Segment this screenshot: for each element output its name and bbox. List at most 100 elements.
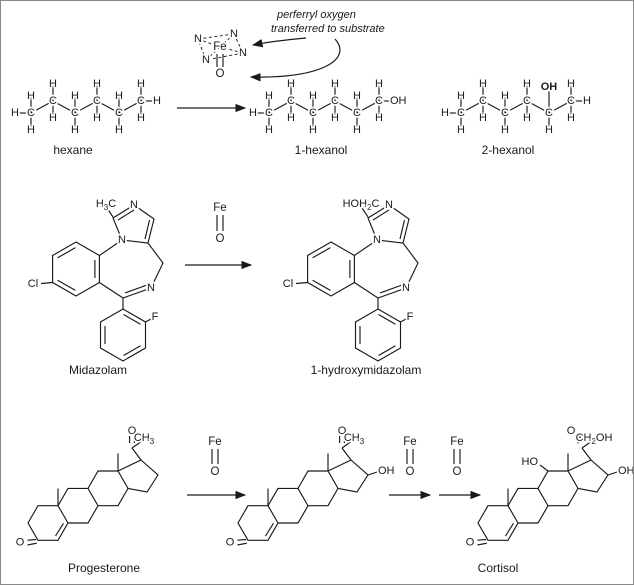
atom-o: O (16, 537, 25, 549)
atom-h: H (137, 112, 145, 124)
atom-n: N (118, 234, 126, 246)
atom-c: C (457, 107, 465, 119)
hexanol2-structure: H C H H C H H C H H C H H C OH H C H H H… (439, 76, 593, 157)
midazolam-label: Midazolam (69, 363, 127, 377)
atom-fe: Fe (450, 436, 463, 448)
atom-n: N (373, 234, 381, 246)
atom-h: H (309, 90, 317, 102)
atom-h: H (501, 124, 509, 136)
atom-c: C (137, 95, 145, 107)
atom-n: N (230, 28, 238, 40)
atom-o: O (216, 233, 225, 245)
methyl-group: H3C (96, 198, 116, 212)
atom-c: C (265, 107, 273, 119)
cortisol-label: Cortisol (478, 561, 519, 575)
atom-h: H (501, 90, 509, 102)
hydroxyl-group: OH (390, 95, 407, 107)
hexane-structure: H C H H C H H C H H C H H C H H C H H H … (9, 76, 163, 157)
annotation-line1: perferryl oxygen (276, 9, 356, 21)
atom-n: N (202, 54, 210, 66)
atom-h: H (27, 124, 35, 136)
midazolam-bonds (40, 204, 164, 362)
catalyst-feo-mid: Fe O (212, 200, 229, 247)
atom-h: H (287, 78, 295, 90)
atom-c: C (71, 107, 79, 119)
cortisol-structure: O HO OH O CH2OH Cortisol (464, 423, 633, 575)
atom-o: O (567, 425, 576, 437)
atom-h: H (375, 78, 383, 90)
atom-o: O (216, 68, 225, 80)
atom-c: C (375, 95, 383, 107)
methyl-group: CH3 (344, 432, 365, 446)
atom-o: O (406, 466, 415, 478)
hexane-label: hexane (53, 143, 93, 157)
atom-h: H (49, 78, 57, 90)
atom-c: C (331, 95, 339, 107)
atom-h: H (523, 78, 531, 90)
atom-h: H (49, 112, 57, 124)
atom-h: H (115, 90, 123, 102)
atom-o: O (211, 466, 220, 478)
atom-h: H (567, 78, 575, 90)
curved-arrow-to-complex (251, 37, 307, 48)
atom-h: H (545, 124, 553, 136)
atom-c: C (287, 95, 295, 107)
atom-n: N (239, 47, 247, 59)
atom-c: C (479, 95, 487, 107)
atom-h: H (457, 90, 465, 102)
atom-c: C (545, 107, 553, 119)
atom-c: C (523, 95, 531, 107)
atom-h: H (457, 124, 465, 136)
hydroxyprogesterone-bonds (237, 436, 378, 546)
atom-n: N (385, 199, 393, 211)
atom-h: H (441, 107, 449, 119)
atom-n: N (402, 282, 410, 294)
atom-o: O (466, 537, 475, 549)
atom-h: H (353, 124, 361, 136)
atom-fe: Fe (213, 202, 226, 214)
complex-feo-double-bond (216, 54, 224, 67)
atom-h: H (331, 112, 339, 124)
cortisol-bonds (477, 435, 618, 546)
atom-c: C (353, 107, 361, 119)
atom-h: H (309, 124, 317, 136)
hexane-bonds (15, 84, 157, 130)
atom-n: N (130, 199, 138, 211)
atom-c: C (27, 107, 35, 119)
hydroxymidazolam-label: 1-hydroxymidazolam (311, 363, 422, 377)
atom-n: N (147, 282, 155, 294)
annotation: perferryl oxygen transferred to substrat… (249, 9, 385, 82)
atom-h: H (93, 78, 101, 90)
atom-c: C (501, 107, 509, 119)
hydroxymidazolam-structure: HOH2C N N N Cl F 1-hydroxymidazolam (281, 196, 422, 377)
atom-h: H (479, 112, 487, 124)
hydroxymidazolam-bonds (295, 204, 419, 362)
atom-o: O (453, 466, 462, 478)
curved-arrow-to-oxygen (249, 38, 341, 82)
atom-f: F (152, 311, 159, 323)
atom-h: H (115, 124, 123, 136)
atom-fe: Fe (213, 41, 226, 53)
catalyst-feo-2: Fe O (402, 434, 419, 480)
hydroxyl-group: HO (522, 456, 539, 468)
atom-o: O (226, 537, 235, 549)
atom-h: H (567, 112, 575, 124)
atom-h: H (375, 112, 383, 124)
atom-c: C (309, 107, 317, 119)
atom-h: H (249, 107, 257, 119)
hydroxymethyl-group: HOH2C (343, 198, 380, 212)
atom-fe: Fe (403, 436, 416, 448)
atom-h: H (71, 124, 79, 136)
atom-h: H (137, 78, 145, 90)
atom-c: C (93, 95, 101, 107)
atom-h: H (353, 90, 361, 102)
atom-h: H (71, 90, 79, 102)
atom-o: O (128, 425, 137, 437)
hexanol2-bonds (445, 84, 587, 130)
atom-h: H (27, 90, 35, 102)
atom-h: H (287, 112, 295, 124)
atom-h: H (523, 112, 531, 124)
hexanol1-label: 1-hexanol (295, 143, 348, 157)
hydroxymethyl-group: CH2OH (576, 432, 613, 446)
